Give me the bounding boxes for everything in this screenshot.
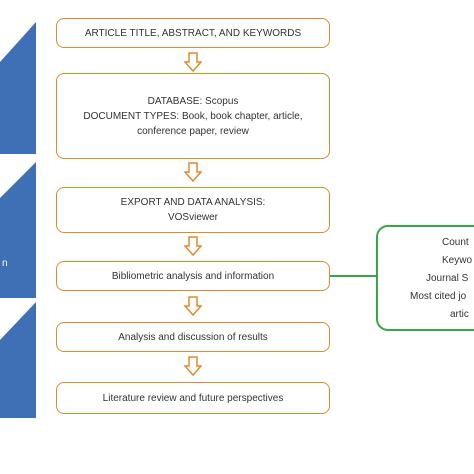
step-literature-review: Literature review and future perspective… (56, 382, 330, 414)
step-text: ARTICLE TITLE, ABSTRACT, AND KEYWORDS (84, 27, 302, 39)
step-text: VOSviewer (167, 212, 218, 223)
output-line: Count (442, 237, 469, 248)
down-arrow-icon (184, 52, 202, 72)
down-arrow-icon (184, 296, 202, 316)
stage-chevron-1 (0, 22, 36, 154)
step-text: DOCUMENT TYPES: Book, book chapter, arti… (83, 110, 303, 122)
output-line: Journal S (426, 273, 469, 284)
down-arrow-icon (184, 356, 202, 376)
step-analysis-discussion: Analysis and discussion of results (56, 322, 330, 352)
step-text: conference paper, review (137, 125, 249, 137)
step-export-analysis: EXPORT AND DATA ANALYSIS: VOSviewer (56, 187, 330, 233)
stage-chevron-3 (0, 302, 36, 418)
step-database: DATABASE: Scopus DOCUMENT TYPES: Book, b… (56, 73, 330, 159)
stage-label-2: n (2, 258, 8, 269)
step-bibliometric-analysis: Bibliometric analysis and information (56, 261, 330, 291)
output-line: Most cited jo (410, 291, 467, 302)
down-arrow-icon (184, 162, 202, 182)
step-title-abstract-keywords: ARTICLE TITLE, ABSTRACT, AND KEYWORDS (56, 18, 330, 48)
step-text: Literature review and future perspective… (102, 392, 284, 404)
output-box (376, 225, 474, 331)
output-line: artic (450, 309, 469, 320)
step-text: Analysis and discussion of results (118, 331, 268, 343)
step-text: DATABASE: Scopus (147, 95, 239, 107)
step-text: EXPORT AND DATA ANALYSIS: (120, 197, 266, 208)
output-line: Keywo (442, 255, 473, 266)
stage-chevron-2 (0, 162, 36, 298)
step-text: Bibliometric analysis and information (111, 270, 275, 282)
down-arrow-icon (184, 236, 202, 256)
connector-line (330, 275, 376, 277)
